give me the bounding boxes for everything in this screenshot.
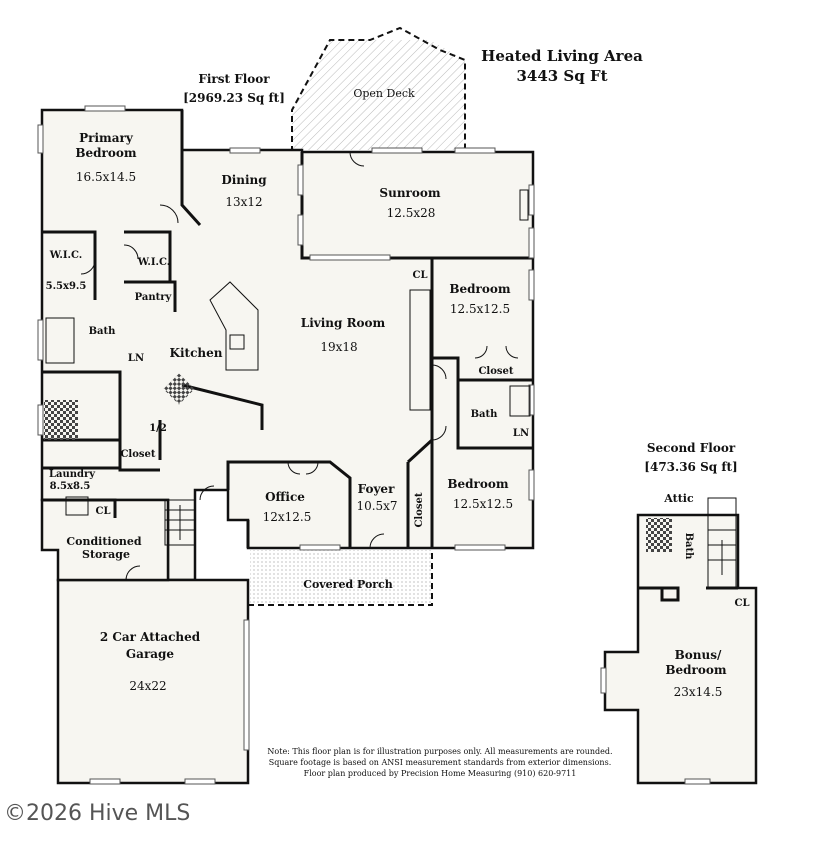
room-foyer-dim: 10.5x7 bbox=[356, 499, 397, 513]
room-primary-bedroom-dim: 16.5x14.5 bbox=[76, 170, 136, 184]
room-attic: Attic bbox=[663, 492, 694, 505]
room-primary-bedroom-2: Bedroom bbox=[75, 146, 136, 160]
note-line-2: Square footage is based on ANSI measurem… bbox=[269, 758, 611, 767]
room-covered-porch: Covered Porch bbox=[303, 578, 393, 591]
room-cl-3: CL bbox=[735, 598, 750, 609]
room-wic-1: W.I.C. bbox=[49, 250, 83, 261]
room-ln-2: LN bbox=[513, 428, 529, 439]
room-wic-1-dim: 5.5x9.5 bbox=[46, 281, 87, 292]
room-closet-3: Closet bbox=[414, 492, 425, 527]
room-bonus: Bonus/ bbox=[675, 648, 722, 662]
room-garage-2: Garage bbox=[126, 647, 175, 661]
room-closet-1: Closet bbox=[120, 449, 155, 460]
room-bedroom-1-dim: 12.5x12.5 bbox=[450, 302, 510, 316]
room-bedroom-2: Bedroom bbox=[447, 477, 508, 491]
room-conditioned-storage-2: Storage bbox=[82, 548, 130, 561]
room-open-deck: Open Deck bbox=[353, 87, 415, 100]
room-sunroom-dim: 12.5x28 bbox=[387, 206, 436, 220]
second-floor-plan bbox=[600, 497, 758, 785]
second-floor-area: [473.36 Sq ft] bbox=[644, 460, 737, 474]
room-laundry-dim: 8.5x8.5 bbox=[50, 481, 91, 492]
room-half-bath: 1/2 bbox=[149, 423, 167, 434]
room-ln-1: LN bbox=[128, 353, 144, 364]
note-line-3: Floor plan produced by Precision Home Me… bbox=[304, 769, 577, 778]
first-floor-area: [2969.23 Sq ft] bbox=[183, 91, 285, 105]
room-garage-dim: 24x22 bbox=[129, 679, 166, 693]
room-bath-primary: Bath bbox=[89, 326, 117, 337]
room-bath-2: Bath bbox=[471, 409, 499, 420]
room-foyer: Foyer bbox=[358, 482, 395, 496]
room-bedroom-1: Bedroom bbox=[449, 282, 510, 296]
room-bonus-dim: 23x14.5 bbox=[674, 685, 723, 699]
room-garage: 2 Car Attached bbox=[100, 630, 201, 644]
room-bonus-2: Bedroom bbox=[665, 663, 726, 677]
room-office-dim: 12x12.5 bbox=[263, 510, 312, 524]
room-dining: Dining bbox=[221, 173, 267, 187]
watermark: ©2026 Hive MLS bbox=[4, 801, 190, 826]
heated-area-value: 3443 Sq Ft bbox=[516, 67, 607, 85]
room-primary-bedroom: Primary bbox=[79, 131, 134, 145]
note-line-1: Note: This floor plan is for illustratio… bbox=[267, 747, 612, 756]
room-conditioned-storage: Conditioned bbox=[66, 535, 142, 548]
room-bath-3: Bath bbox=[683, 533, 694, 561]
room-sunroom: Sunroom bbox=[379, 186, 440, 200]
room-cl-1: CL bbox=[96, 506, 111, 517]
room-living-dim: 19x18 bbox=[320, 340, 357, 354]
room-office: Office bbox=[265, 490, 305, 504]
room-dining-dim: 13x12 bbox=[225, 195, 262, 209]
first-floor-plan bbox=[37, 105, 535, 785]
room-wic-2: W.I.C. bbox=[137, 257, 171, 268]
heated-area-title: Heated Living Area bbox=[481, 47, 643, 65]
open-deck bbox=[291, 26, 466, 152]
room-kitchen: Kitchen bbox=[170, 346, 223, 360]
stairs-first-floor bbox=[164, 499, 196, 546]
room-laundry: Laundry bbox=[49, 469, 96, 480]
room-bedroom-2-dim: 12.5x12.5 bbox=[453, 497, 513, 511]
room-cl-2: CL bbox=[413, 270, 428, 281]
room-pantry: Pantry bbox=[135, 292, 173, 303]
first-floor-label: First Floor bbox=[198, 72, 270, 86]
room-closet-2: Closet bbox=[478, 366, 513, 377]
room-living: Living Room bbox=[301, 316, 386, 330]
second-floor-label: Second Floor bbox=[647, 441, 736, 455]
